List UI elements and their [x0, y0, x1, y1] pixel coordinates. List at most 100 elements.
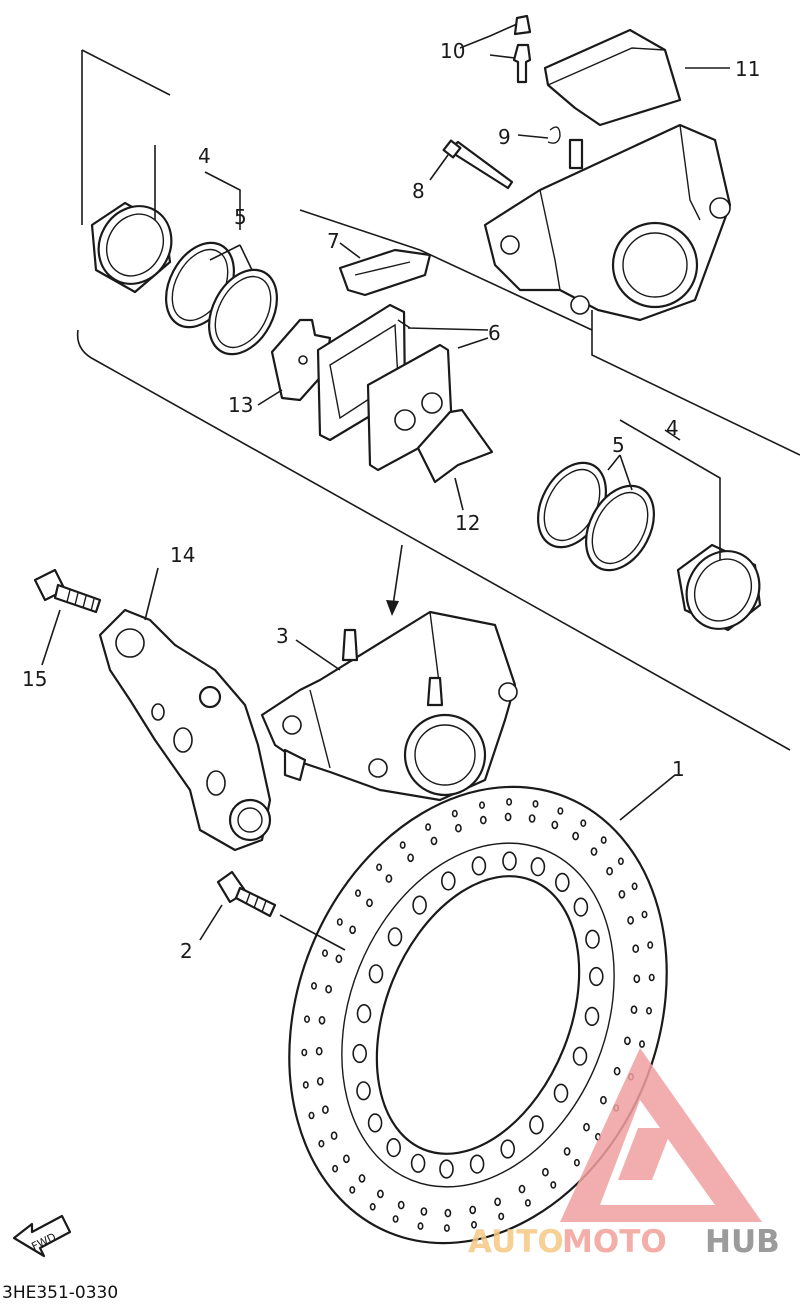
disc-inner-hole	[500, 1139, 516, 1159]
disc-outer-hole	[308, 1111, 315, 1120]
leader-lines	[41, 23, 730, 951]
disc-outer-hole	[417, 1222, 424, 1230]
watermark-triangle-icon	[560, 1048, 762, 1222]
disc-outer-hole	[349, 925, 356, 935]
disc-outer-hole	[354, 889, 361, 898]
disc-outer-hole	[506, 798, 513, 806]
disc-outer-hole	[600, 836, 607, 844]
fwd-arrow: FWD	[12, 1214, 72, 1258]
disc-outer-hole	[572, 831, 579, 841]
pad-spring-7	[338, 248, 432, 297]
disc-outer-hole	[310, 982, 317, 990]
disc-outer-hole	[321, 1105, 329, 1114]
disc-outer-hole	[376, 1189, 384, 1199]
disc-outer-hole	[325, 984, 332, 994]
disc-outer-hole	[641, 910, 648, 919]
disc-outer-hole	[645, 1006, 652, 1015]
pad-pin-8	[442, 139, 514, 190]
callout-15: 15	[22, 667, 47, 691]
disc-outer-hole	[504, 812, 512, 822]
disc-inner-hole	[471, 856, 487, 876]
disc-outer-hole	[316, 1077, 324, 1086]
assembly-arrow	[386, 544, 403, 616]
disc-outer-hole	[638, 1040, 645, 1048]
disc-outer-hole	[551, 820, 559, 830]
disc-outer-hole	[369, 1203, 376, 1211]
disc-inner-hole	[469, 1154, 485, 1174]
disc-outer-hole	[385, 874, 393, 883]
bracket-bolt-15	[33, 568, 102, 614]
disc-outer-hole	[443, 1224, 450, 1232]
disc-inner-hole	[410, 1153, 426, 1173]
bleed-screw-10	[512, 14, 532, 84]
disc-inner-hole	[554, 872, 570, 893]
disc-outer-hole	[606, 866, 613, 876]
disc-inner-hole	[412, 895, 427, 915]
disc-outer-hole	[315, 1046, 323, 1056]
caliper-body-upper	[483, 123, 732, 322]
watermark-logo: AUTO MOTO HUB	[468, 1048, 780, 1260]
disc-inner-hole	[439, 1159, 454, 1179]
disc-outer-hole	[366, 898, 373, 908]
disc-outer-hole	[420, 1207, 428, 1216]
disc-inner-hole	[386, 1137, 402, 1158]
pad-shim-13	[270, 318, 332, 402]
disc-inner-hole	[387, 927, 403, 947]
disc-inner-hole	[352, 1043, 368, 1064]
disc-outer-hole	[613, 1066, 621, 1076]
disc-outer-hole	[454, 823, 462, 833]
disc-outer-hole	[330, 1131, 338, 1140]
disc-outer-hole	[444, 1208, 452, 1218]
disc-inner-hole	[572, 1046, 588, 1066]
disc-outer-hole	[631, 882, 638, 891]
callout-1: 1	[672, 757, 685, 781]
disc-outer-hole	[557, 807, 564, 815]
disc-inner-hole	[529, 1115, 544, 1135]
callout-4-upper: 4	[198, 144, 211, 168]
seal-lower-2	[585, 484, 655, 572]
disc-outer-hole	[332, 1164, 339, 1173]
disc-inner-hole	[588, 966, 604, 987]
disc-outer-hole	[580, 819, 587, 828]
disc-outer-hole	[469, 1205, 477, 1215]
disc-inner-hole	[573, 897, 589, 917]
disc-outer-hole	[617, 857, 624, 866]
callout-numbers: 1 2 3 4 4 5 5 6 7 8 9 10 11 12 13 14 15	[22, 39, 760, 963]
disc-outer-hole	[301, 1048, 308, 1057]
disc-inner-hole	[367, 1113, 383, 1133]
callout-8: 8	[412, 179, 425, 203]
disc-outer-hole	[524, 1199, 531, 1207]
disc-outer-hole	[302, 1081, 309, 1089]
diagram-reference-code: 3HE351-0330	[2, 1283, 118, 1303]
brake-disc-1	[288, 785, 668, 1245]
piston-lower	[676, 543, 762, 632]
disc-outer-hole	[470, 1221, 477, 1229]
disc-inner-hole	[584, 1006, 600, 1027]
callout-3: 3	[276, 624, 289, 648]
disc-outer-hole	[518, 1184, 526, 1194]
disc-inner-hole	[530, 857, 546, 877]
callout-14: 14	[170, 543, 195, 567]
disc-holes	[301, 798, 655, 1232]
disc-inner-hole	[585, 929, 600, 949]
callout-5-lower: 5	[612, 433, 625, 457]
disc-outer-hole	[600, 1095, 607, 1105]
disc-outer-hole	[358, 1174, 366, 1183]
disc-outer-hole	[321, 949, 328, 958]
callout-2: 2	[180, 939, 193, 963]
pad-shim-12	[416, 408, 494, 484]
disc-outer-hole	[376, 863, 383, 872]
disc-outer-hole	[632, 944, 640, 954]
disc-outer-hole	[318, 1015, 326, 1025]
disc-outer-hole	[336, 918, 343, 926]
disc-outer-hole	[528, 814, 536, 823]
callout-10: 10	[440, 39, 465, 63]
disc-outer-hole	[627, 915, 634, 925]
disc-outer-hole	[550, 1181, 557, 1189]
watermark-auto: AUTO	[468, 1224, 564, 1260]
disc-inner-hole	[440, 871, 456, 891]
callout-4-lower: 4	[666, 416, 679, 440]
disc-outer-hole	[630, 1005, 638, 1015]
disc-inner-hole	[368, 964, 384, 984]
